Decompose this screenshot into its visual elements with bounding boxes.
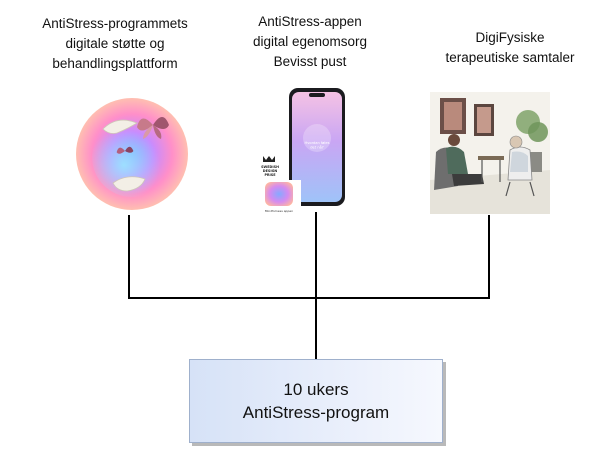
- node-label-digital-platform: AntiStress-programmets digitale støtte o…: [42, 16, 188, 71]
- node-label-therapy: DigiFysiske terapeutiske samtaler: [445, 30, 575, 65]
- smartphone-app-icon: Hvordan føles det nå? SWEDISH DESIGN PRI…: [259, 88, 345, 214]
- svg-text:det nå?: det nå?: [310, 145, 324, 150]
- node-label-app: AntiStress-appen digital egenomsorg Bevi…: [252, 14, 368, 69]
- svg-text:Hvordan føles: Hvordan føles: [305, 141, 330, 145]
- program-box: 10 ukers AntiStress-program: [189, 359, 443, 443]
- program-title-line-1: 10 ukers: [283, 380, 349, 399]
- program-title-line-2: AntiStress-program: [242, 403, 390, 422]
- therapy-session-sketch-icon: [430, 92, 550, 214]
- svg-text:PRISE: PRISE: [264, 173, 276, 177]
- svg-text:DESIGN: DESIGN: [263, 169, 278, 173]
- svg-text:SWEDISH: SWEDISH: [261, 165, 279, 169]
- svg-text:Mindfulness appen: Mindfulness appen: [265, 209, 293, 213]
- butterfly-hands-circle-icon: [76, 98, 188, 210]
